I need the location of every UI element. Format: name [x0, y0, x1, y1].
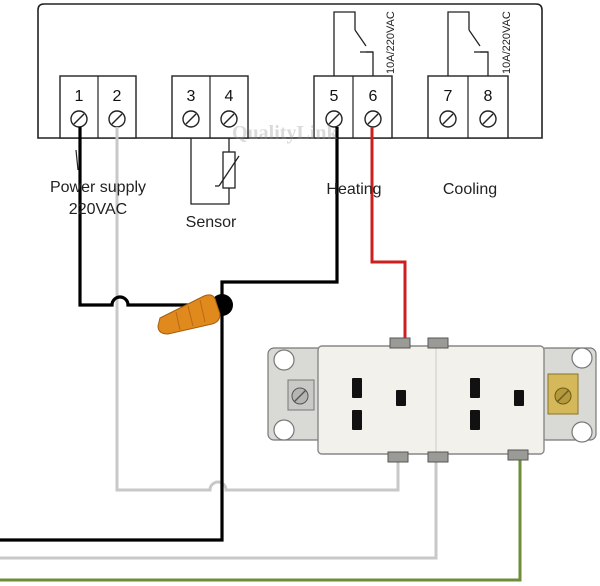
receptacle-body	[317, 345, 545, 455]
ground-wire	[0, 456, 522, 582]
terminal-number-3: 3	[186, 88, 196, 105]
label-power-supply: Power supply	[49, 179, 147, 196]
terminal-number-6: 6	[368, 88, 378, 105]
power-lead-mark	[75, 149, 79, 171]
outlet-left	[352, 378, 406, 430]
terminal-number-7: 7	[443, 88, 453, 105]
label-cooling: Cooling	[442, 181, 498, 198]
relay-contact-heating	[333, 11, 374, 76]
terminal-number-2: 2	[112, 88, 122, 105]
relay-rating-cooling: 10A/220VAC	[501, 11, 513, 74]
terminal-number-4: 4	[224, 88, 234, 105]
terminal-number-1: 1	[74, 88, 84, 105]
relay-contact-cooling	[447, 11, 489, 76]
switched-wire	[370, 127, 407, 342]
terminal-number-5: 5	[329, 88, 339, 105]
neutral-wire-out	[0, 462, 438, 560]
hot-wire-line-in	[0, 305, 224, 542]
watermark: QualityLink	[232, 122, 338, 144]
terminal-number-8: 8	[483, 88, 493, 105]
label-heating: Heating	[326, 181, 382, 198]
neutral-wire	[115, 127, 400, 492]
label-sensor: Sensor	[185, 214, 237, 231]
label-power-supply-voltage: 220VAC	[68, 201, 128, 218]
terminal-block-heating	[313, 75, 393, 139]
controller-housing	[37, 3, 543, 139]
duplex-receptacle	[267, 337, 597, 463]
outlet-right	[470, 378, 524, 430]
terminal-block-sensor	[171, 75, 249, 139]
terminal-block-cooling	[427, 75, 509, 139]
relay-rating-heating: 10A/220VAC	[385, 11, 397, 74]
hot-wire-supply	[78, 127, 222, 307]
hot-wire-heating	[220, 127, 339, 305]
terminal-block-power	[59, 75, 137, 139]
sensor-thermistor	[190, 138, 240, 205]
wire-nut	[157, 294, 221, 335]
